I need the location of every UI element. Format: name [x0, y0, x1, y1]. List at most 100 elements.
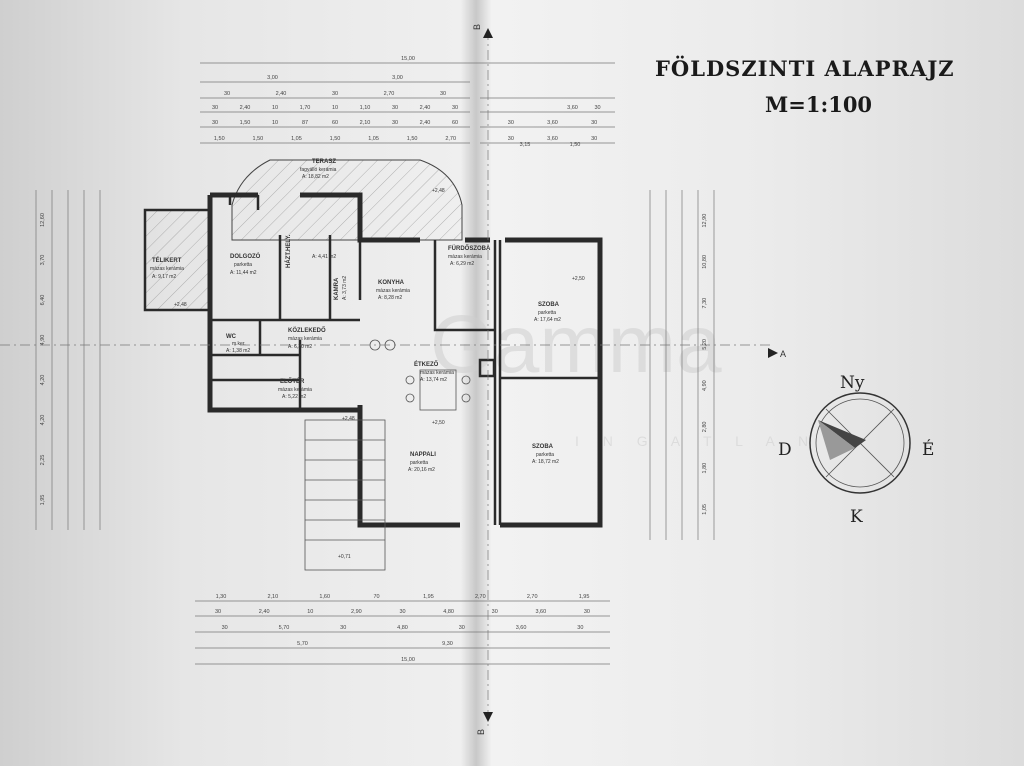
- svg-text:A: 11,44 m2: A: 11,44 m2: [230, 270, 257, 276]
- dimension-label: 2,40: [420, 120, 431, 126]
- section-arrow-top: [483, 28, 493, 38]
- dimension-label: 10: [332, 105, 338, 111]
- watermark-logo: Gamma: [430, 299, 722, 390]
- section-marker-top: B: [472, 24, 482, 30]
- left-dimension-label: 4,20: [40, 375, 46, 386]
- entry-level-mark: +2,48: [342, 416, 355, 422]
- compass-label-d: D: [778, 440, 792, 460]
- room-eloter: ELŐTÉR mázas kerámia A: 5,22 m2: [278, 377, 312, 400]
- compass-label-e: É: [922, 439, 934, 460]
- stair-level-mark: +0,71: [338, 554, 351, 560]
- svg-text:SZOBA: SZOBA: [538, 302, 560, 308]
- right-dimension-lines: [649, 190, 715, 540]
- dimension-label: 1,70: [300, 105, 311, 111]
- dimension-label: 10: [272, 120, 278, 126]
- svg-text:+2,50: +2,50: [432, 420, 445, 426]
- north-wall: [210, 192, 420, 243]
- dimension-label: 1,05: [368, 136, 379, 142]
- dimension-label: 30: [332, 91, 338, 97]
- dimension-label: 3,60: [516, 625, 527, 631]
- overall-width-label: 15,00: [401, 56, 415, 62]
- svg-text:A: 6,30 m2: A: 6,30 m2: [288, 344, 312, 350]
- room-haztartas: HÁZT.HELY. A: 4,41 m2: [285, 234, 336, 268]
- dimension-label: 30: [591, 120, 597, 126]
- dimension-label: 2,40: [240, 105, 251, 111]
- left-dimension-label: 4,20: [40, 415, 46, 426]
- drawing-title: FÖLDSZINTI ALAPRAJZ: [655, 56, 955, 81]
- dimension-label: 2,70: [475, 594, 486, 600]
- svg-text:A: 9,17 m2: A: 9,17 m2: [152, 274, 176, 280]
- dimension-label: 3,60: [535, 609, 546, 615]
- svg-text:A: 5,22 m2: A: 5,22 m2: [282, 394, 306, 400]
- svg-text:+2,48: +2,48: [174, 302, 187, 308]
- left-dimension-lines: [35, 190, 101, 530]
- dimension-label: 3,15: [520, 142, 531, 148]
- dimension-label: 4,80: [397, 625, 408, 631]
- dimension-label: 2,10: [360, 120, 371, 126]
- room-telikert: TÉLIKERT mázas kerámia A: 9,17 m2 +2,48: [150, 256, 187, 308]
- svg-text:KONYHA: KONYHA: [378, 280, 405, 286]
- svg-text:mázas kerámia: mázas kerámia: [278, 387, 312, 393]
- room-konyha: KONYHA mázas kerámia A: 8,28 m2: [376, 280, 410, 301]
- svg-text:parketta: parketta: [536, 452, 554, 458]
- dimension-label: 3,00: [392, 75, 403, 81]
- left-dimension-label: 12,60: [40, 213, 46, 227]
- section-marker-right: A: [780, 349, 786, 359]
- room-terasz: TERASZ fagyálló kerámia A: 18,82 m2 +2,4…: [300, 159, 445, 194]
- svg-text:DOLGOZÓ: DOLGOZÓ: [230, 252, 261, 260]
- section-arrow-bottom: [483, 712, 493, 722]
- dimension-label: 70: [374, 594, 380, 600]
- right-dimension-label: 1,05: [702, 504, 708, 515]
- svg-text:TERASZ: TERASZ: [312, 159, 336, 165]
- drawing-scale: M=1:100: [765, 92, 873, 117]
- dimension-label: 3,00: [267, 75, 278, 81]
- svg-text:mázas kerámia: mázas kerámia: [288, 336, 322, 342]
- dimension-label: 30: [215, 609, 221, 615]
- right-dimension-label: 4,90: [702, 380, 708, 391]
- right-dimension-label: 1,80: [702, 463, 708, 474]
- room-nappali: NAPPALI parketta A: 20,16 m2 +2,50: [408, 420, 445, 473]
- dimension-label: 1,50: [330, 136, 341, 142]
- dimension-label: 1,50: [240, 120, 251, 126]
- interior-walls: [210, 235, 600, 525]
- dimension-label: 30: [212, 120, 218, 126]
- dimension-label: 1,50: [570, 142, 581, 148]
- svg-text:ELŐTÉR: ELŐTÉR: [280, 377, 305, 385]
- dimension-label: 3,60: [547, 136, 558, 142]
- dimension-label: 30: [222, 625, 228, 631]
- svg-text:A: 17,64 m2: A: 17,64 m2: [534, 317, 561, 323]
- dimension-label: 1,50: [252, 136, 263, 142]
- room-kozlekedo: KÖZLEKEDŐ mázas kerámia A: 6,30 m2: [288, 327, 326, 350]
- svg-text:mázas kerámia: mázas kerámia: [420, 370, 454, 376]
- right-dimension-label: 2,80: [702, 422, 708, 433]
- svg-text:A: 4,41 m2: A: 4,41 m2: [312, 254, 336, 260]
- svg-text:A: 18,72 m2: A: 18,72 m2: [532, 459, 559, 465]
- dimension-label: 87: [302, 120, 308, 126]
- section-arrow-right: [768, 348, 778, 358]
- dimension-label: 2,90: [351, 609, 362, 615]
- svg-text:mázas kerámia: mázas kerámia: [376, 288, 410, 294]
- svg-text:A: 8,28 m2: A: 8,28 m2: [378, 295, 402, 301]
- dimension-label: 2,70: [527, 594, 538, 600]
- left-dimension-label: 1,95: [40, 495, 46, 506]
- room-dolgozo: DOLGOZÓ parketta A: 11,44 m2: [230, 252, 261, 276]
- dimension-label: 5,70: [297, 641, 308, 647]
- dimension-label: 30: [508, 136, 514, 142]
- dimension-label: 1,60: [319, 594, 330, 600]
- svg-text:FÜRDŐSZOBA: FÜRDŐSZOBA: [448, 245, 491, 252]
- dimension-label: 30: [594, 105, 600, 111]
- svg-text:WC: WC: [226, 334, 237, 340]
- room-szoba-1: SZOBA parketta A: 17,64 m2 +2,50: [534, 276, 585, 323]
- dimension-label: 30: [508, 120, 514, 126]
- dimension-label: 30: [392, 120, 398, 126]
- dimension-label: 30: [440, 91, 446, 97]
- dining-table: [405, 369, 471, 411]
- dimension-label: 30: [224, 91, 230, 97]
- svg-text:fagyálló kerámia: fagyálló kerámia: [300, 167, 337, 173]
- dimension-label: 30: [212, 105, 218, 111]
- svg-text:parketta: parketta: [234, 262, 252, 268]
- right-dimension-label: 12,90: [702, 214, 708, 228]
- svg-text:A: 6,29 m2: A: 6,29 m2: [450, 261, 474, 267]
- dimension-label: 60: [332, 120, 338, 126]
